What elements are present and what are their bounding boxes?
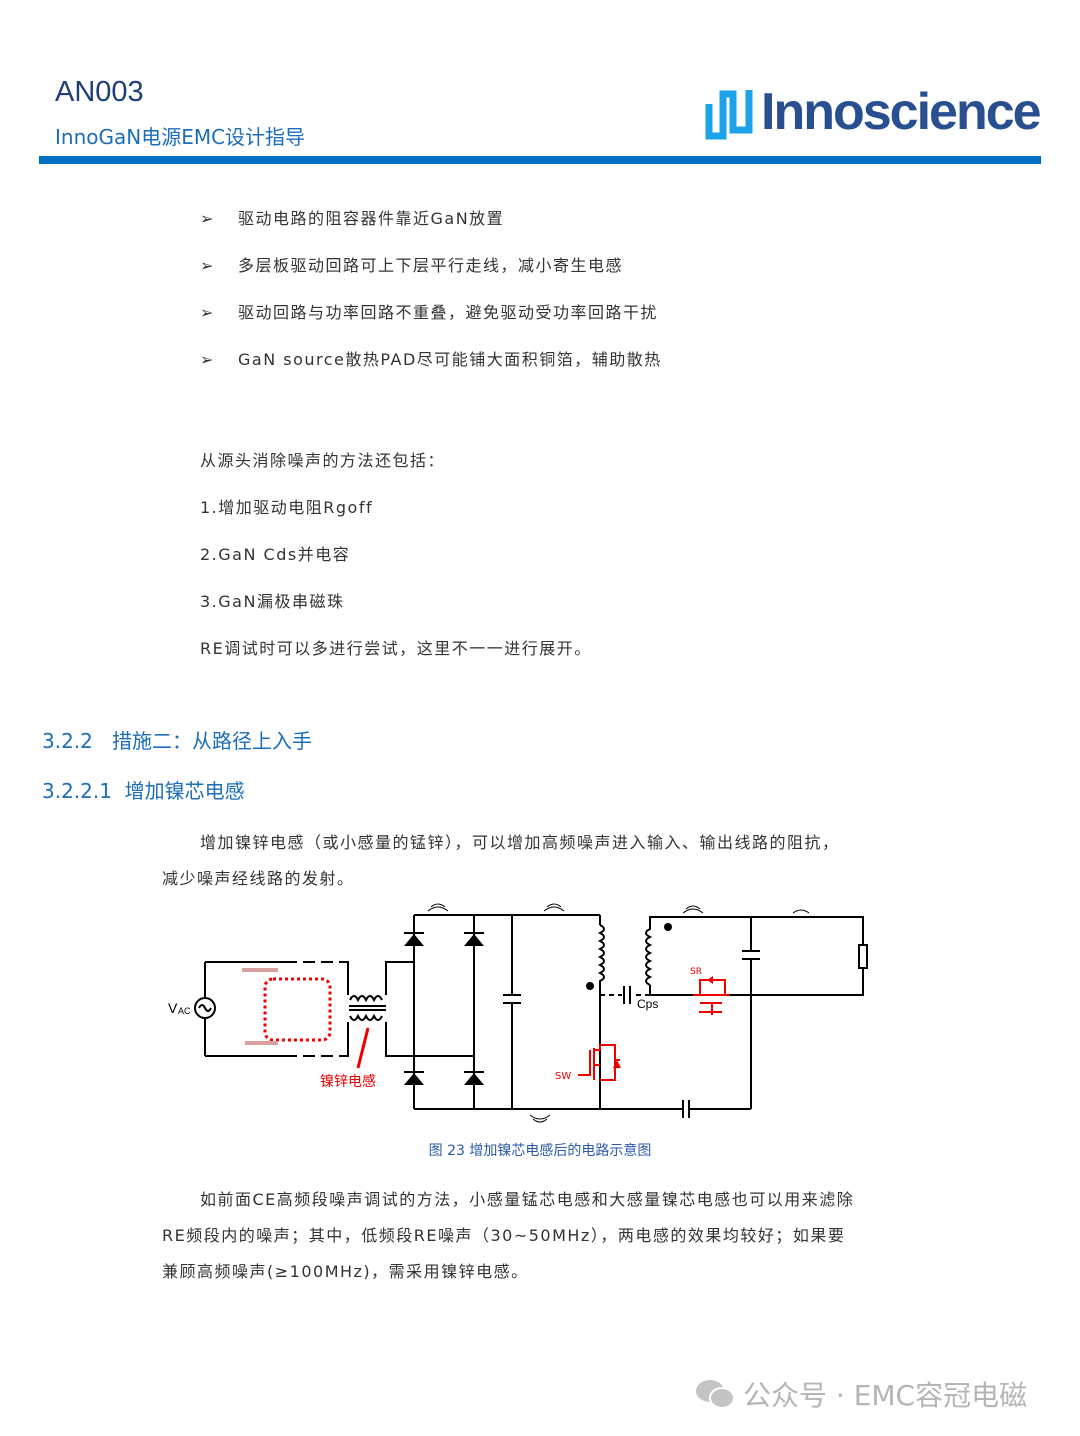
methods-intro: 从源头消除噪声的方法还包括： [200,451,446,470]
innoscience-logo: Innoscience [705,82,1042,142]
method-item: 1.增加驱动电阻Rgoff [200,498,374,517]
section-heading: 3.2.2 措施二：从路径上入手 [42,729,312,753]
paragraph-line: 兼顾高频噪声(≥100MHz)，需采用镍锌电感。 [162,1262,529,1281]
method-item: 2.GaN Cds并电容 [200,545,351,564]
document-id: AN003 [55,76,144,108]
bullet-item: ➢ GaN source散热PAD尽可能铺大面积铜箔，辅助散热 [200,346,662,370]
bullet-text: GaN source散热PAD尽可能铺大面积铜箔，辅助散热 [238,350,662,369]
vac-label: V [168,1000,178,1016]
bullet-text: 驱动电路的阻容器件靠近GaN放置 [238,209,505,228]
bullet-item: ➢ 多层板驱动回路可上下层平行走线，减小寄生电感 [200,252,623,276]
paragraph-line: 减少噪声经线路的发射。 [162,869,355,888]
inductor-label: 镍锌电感 [320,1073,376,1090]
cps-label: Cps [637,997,658,1011]
header-divider [39,156,1041,164]
bullet-item: ➢ 驱动回路与功率回路不重叠，避免驱动受功率回路干扰 [200,299,658,323]
bullet-text: 驱动回路与功率回路不重叠，避免驱动受功率回路干扰 [238,303,659,322]
watermark-text: 公众号 · EMC容冠电磁 [743,1379,1028,1412]
sw-label: SW [555,1071,571,1082]
document-subtitle: InnoGaN电源EMC设计指导 [55,125,306,149]
arrow-bullet-icon: ➢ [200,350,215,369]
paragraph-line: RE频段内的噪声；其中，低频段RE噪声（30~50MHz），两电感的效果均较好；… [162,1226,846,1245]
figure-caption: 图 23 增加镍芯电感后的电路示意图 [428,1143,652,1159]
paragraph-line: 如前面CE高频段噪声调试的方法，小感量锰芯电感和大感量镍芯电感也可以用来滤除 [200,1190,855,1209]
vac-subscript: AC [178,1006,191,1016]
subsection-heading: 3.2.2.1 增加镍芯电感 [42,779,245,803]
paragraph-line: 增加镍锌电感（或小感量的锰锌），可以增加高频噪声进入输入、输出线路的阻抗， [200,833,840,852]
arrow-bullet-icon: ➢ [200,209,215,228]
bullet-item: ➢ 驱动电路的阻容器件靠近GaN放置 [200,205,504,229]
arrow-bullet-icon: ➢ [200,303,215,322]
method-item: 3.GaN漏极串磁珠 [200,592,345,611]
sr-label: SR [690,967,702,977]
logo-text: Innoscience [761,83,1042,141]
wechat-icon [696,1380,735,1409]
arrow-bullet-icon: ➢ [200,256,215,275]
bullet-text: 多层板驱动回路可上下层平行走线，减小寄生电感 [238,256,624,275]
methods-note: RE调试时可以多进行尝试，这里不一一进行展开。 [200,639,592,658]
logo-mark-icon [705,90,753,140]
watermark: 公众号 · EMC容冠电磁 [695,1374,1027,1414]
